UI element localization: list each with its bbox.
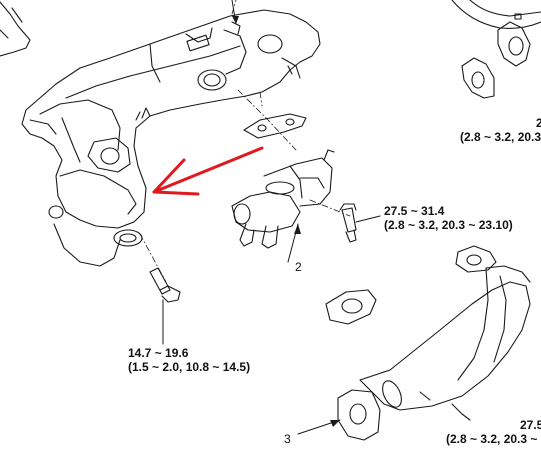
torque-value: 27.5 ~ 31.4 [384, 204, 445, 218]
egr-housing [21, 9, 321, 229]
egr-cooler-gaskets [325, 245, 497, 325]
top-right-partial-torque: 2 (2.8 ~ 3.2, 20.3 [460, 116, 541, 144]
egr-valve-bolt-torque: 27.5 ~ 31.4 (2.8 ~ 3.2, 20.3 ~ 23.10) [384, 204, 513, 232]
egr-gasket [243, 113, 307, 139]
partial-intake-manifold [0, 1, 31, 57]
upper-right-gasket [461, 21, 531, 99]
egr-valve [231, 149, 335, 249]
torque-range-detail: (1.5 ~ 2.0, 10.8 ~ 14.5) [128, 360, 251, 374]
callout-egr-valve: 2 [295, 260, 302, 274]
callout-egr-cooler-pipe: 3 [284, 432, 291, 446]
bottom-right-partial-torque: 27.5 (2.8 ~ 3.2, 20.3 ~ 23.1 [446, 418, 541, 446]
torque-value: 2 [536, 116, 541, 130]
manifold-bolt-torque: 14.7 ~ 19.6 (1.5 ~ 2.0, 10.8 ~ 14.5) [128, 346, 250, 374]
egr-flange [29, 117, 143, 267]
center-lines [139, 0, 351, 283]
torque-value: 14.7 ~ 19.6 [128, 346, 189, 360]
egr-valve-bolt [339, 203, 357, 243]
torque-range-detail: (2.8 ~ 3.2, 20.3 ~ 23.1 [446, 432, 541, 446]
highlight-arrow [152, 146, 264, 196]
torque-range-detail: (2.8 ~ 3.2, 20.3 [460, 130, 541, 144]
manifold-bolt [149, 267, 181, 303]
egr-cooler-pipe [337, 265, 531, 441]
partial-housing-top-right [451, 0, 541, 29]
torque-range-detail: (2.8 ~ 3.2, 20.3 ~ 23.10) [384, 218, 513, 232]
torque-value: 27.5 [520, 418, 541, 432]
